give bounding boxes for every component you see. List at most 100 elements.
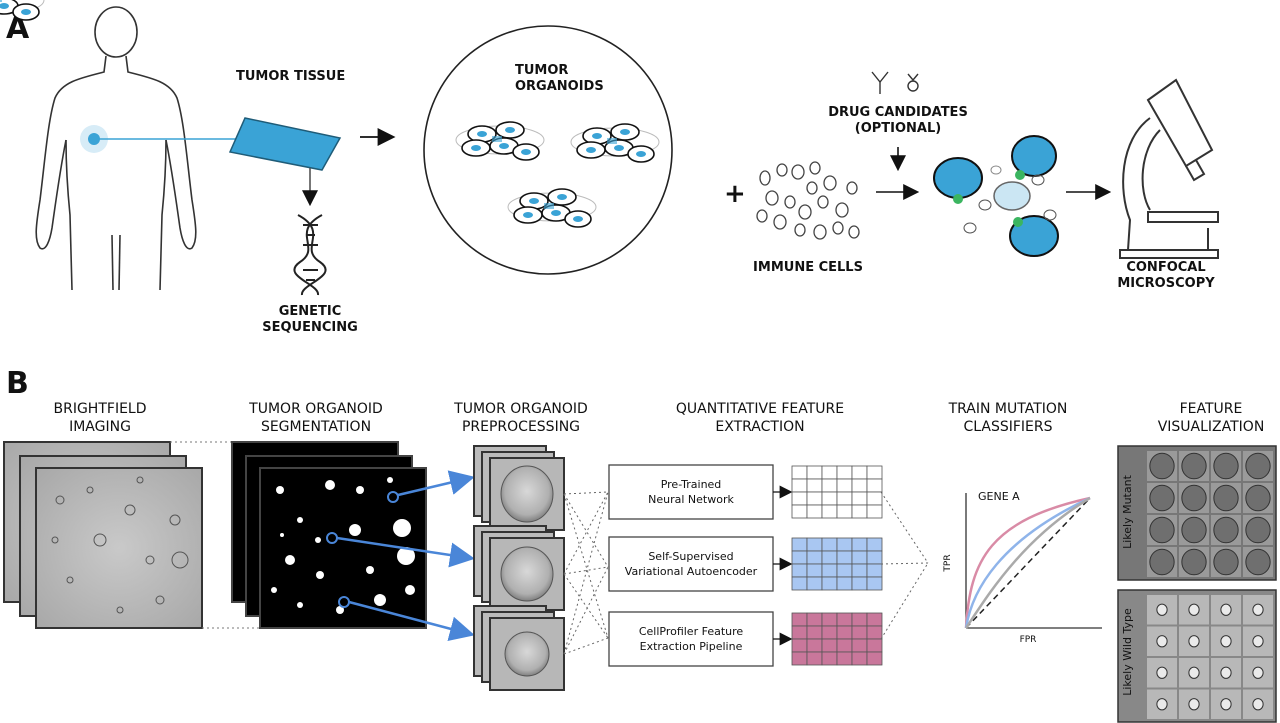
organoid-thumbnail bbox=[1188, 698, 1200, 711]
organoid-thumbnail bbox=[1181, 484, 1207, 512]
organoid-cluster bbox=[0, 0, 45, 21]
organoid-thumbnail bbox=[1156, 635, 1168, 648]
grid-cell bbox=[866, 491, 883, 506]
tumor-tissue-label: TUMOR TISSUE bbox=[236, 69, 345, 84]
blue-arrow-1 bbox=[397, 470, 475, 497]
grid-cell bbox=[851, 491, 868, 506]
likely-mutant-label: Likely Mutant bbox=[1121, 474, 1134, 548]
feature-grid-cellprofiler bbox=[791, 612, 883, 666]
grid-cell bbox=[806, 491, 823, 506]
grid-cell bbox=[836, 651, 853, 666]
grid-cell bbox=[851, 563, 868, 578]
preprocessing-header-1: TUMOR ORGANOID bbox=[453, 401, 588, 417]
method-2-line-1: Self-Supervised bbox=[648, 550, 733, 563]
roc-curve-gray bbox=[964, 496, 1091, 629]
tumor-tissue-slab bbox=[228, 117, 342, 171]
feature-extraction-header-2: EXTRACTION bbox=[715, 419, 804, 435]
organoid-thumbnail bbox=[1213, 484, 1239, 512]
grid-cell bbox=[836, 465, 853, 480]
organoid-thumbnail bbox=[1188, 635, 1200, 648]
grid-cell bbox=[851, 625, 868, 640]
grid-cell bbox=[866, 651, 883, 666]
genetic-sequencing-label-1: GENETIC bbox=[279, 304, 342, 319]
roc-xlabel: FPR bbox=[1020, 635, 1037, 645]
segmentation-header-1: TUMOR ORGANOID bbox=[248, 401, 383, 417]
organoid-thumbnail bbox=[1181, 516, 1207, 544]
visualization-header-1: FEATURE bbox=[1180, 401, 1243, 417]
grid-cell bbox=[791, 638, 808, 653]
coculture-cells bbox=[933, 135, 1059, 257]
method-3-line-1: CellProfiler Feature bbox=[639, 625, 744, 638]
grid-cell bbox=[821, 563, 838, 578]
mutant-tiles bbox=[1147, 451, 1273, 577]
wildtype-tiles bbox=[1147, 595, 1273, 719]
grid-cell bbox=[866, 537, 883, 552]
grid-cell bbox=[866, 612, 883, 627]
organoid-thumbnail bbox=[1245, 452, 1271, 480]
roc-chart: GENE A FPR TPR bbox=[943, 490, 1102, 645]
likely-wild-type-label: Likely Wild Type bbox=[1121, 608, 1134, 696]
organoid-thumbnail bbox=[1220, 635, 1232, 648]
organoid-thumbnail bbox=[1245, 548, 1271, 576]
grid-cell bbox=[866, 638, 883, 653]
grid-cell bbox=[851, 478, 868, 493]
grid-cell bbox=[851, 576, 868, 591]
confocal-label-2: MICROSCOPY bbox=[1117, 276, 1215, 291]
organoid-thumbnail bbox=[1213, 452, 1239, 480]
grid-cell bbox=[821, 478, 838, 493]
grid-cell bbox=[851, 537, 868, 552]
organoid-thumbnail bbox=[1220, 698, 1232, 711]
feature-grid-vae bbox=[791, 537, 883, 591]
grid-cell bbox=[836, 563, 853, 578]
roc-ylabel: TPR bbox=[943, 554, 953, 572]
immune-cells-group bbox=[756, 161, 860, 240]
roc-curve-pink bbox=[964, 496, 1091, 629]
grid-cell bbox=[851, 465, 868, 480]
grid-cell bbox=[866, 504, 883, 519]
brightfield-header-2: IMAGING bbox=[69, 419, 131, 435]
brightfield-image-stack bbox=[3, 441, 203, 629]
organoid-thumbnail bbox=[1181, 548, 1207, 576]
grid-cell bbox=[866, 625, 883, 640]
grid-cell bbox=[821, 625, 838, 640]
method-box-cellprofiler bbox=[608, 611, 774, 667]
grid-cell bbox=[806, 563, 823, 578]
organoid-thumbnail bbox=[1149, 452, 1175, 480]
organoid-thumbnail bbox=[1220, 666, 1232, 679]
organoid-thumbnail bbox=[1252, 603, 1264, 616]
organoid-thumbnail bbox=[1149, 484, 1175, 512]
organoid-thumbnail bbox=[1156, 698, 1168, 711]
tumor-organoids-label-1: TUMOR bbox=[515, 63, 568, 78]
grid-cell bbox=[806, 638, 823, 653]
roc-title: GENE A bbox=[978, 490, 1020, 503]
method-box-pretrained bbox=[608, 464, 774, 520]
roc-curve-blue bbox=[964, 496, 1091, 629]
grid-cell bbox=[836, 537, 853, 552]
grid-cell bbox=[791, 537, 808, 552]
segmentation-mask-stack bbox=[231, 441, 427, 629]
grid-cell bbox=[836, 638, 853, 653]
immune-cells-label: IMMUNE CELLS bbox=[753, 260, 863, 275]
organoid-thumbnail bbox=[1245, 484, 1271, 512]
grid-cell bbox=[836, 491, 853, 506]
grid-cell bbox=[791, 504, 808, 519]
organoid-thumbnail bbox=[1188, 666, 1200, 679]
organoid-thumbnail bbox=[1188, 603, 1200, 616]
grid-cell bbox=[836, 625, 853, 640]
microscope-icon bbox=[1119, 78, 1219, 259]
grid-cell bbox=[791, 491, 808, 506]
grid-cell bbox=[821, 537, 838, 552]
grid-cell bbox=[791, 478, 808, 493]
organoid-thumbnail bbox=[1252, 698, 1264, 711]
organoid-thumbnail bbox=[1220, 603, 1232, 616]
organoid-thumbnail bbox=[1213, 548, 1239, 576]
grid-cell bbox=[806, 625, 823, 640]
grid-cell bbox=[851, 638, 868, 653]
grid-cell bbox=[791, 625, 808, 640]
grid-cell bbox=[836, 504, 853, 519]
organoid-thumbnail bbox=[1149, 516, 1175, 544]
grid-cell bbox=[821, 550, 838, 565]
crop-to-method-connections bbox=[563, 491, 609, 655]
grid-cell bbox=[821, 638, 838, 653]
